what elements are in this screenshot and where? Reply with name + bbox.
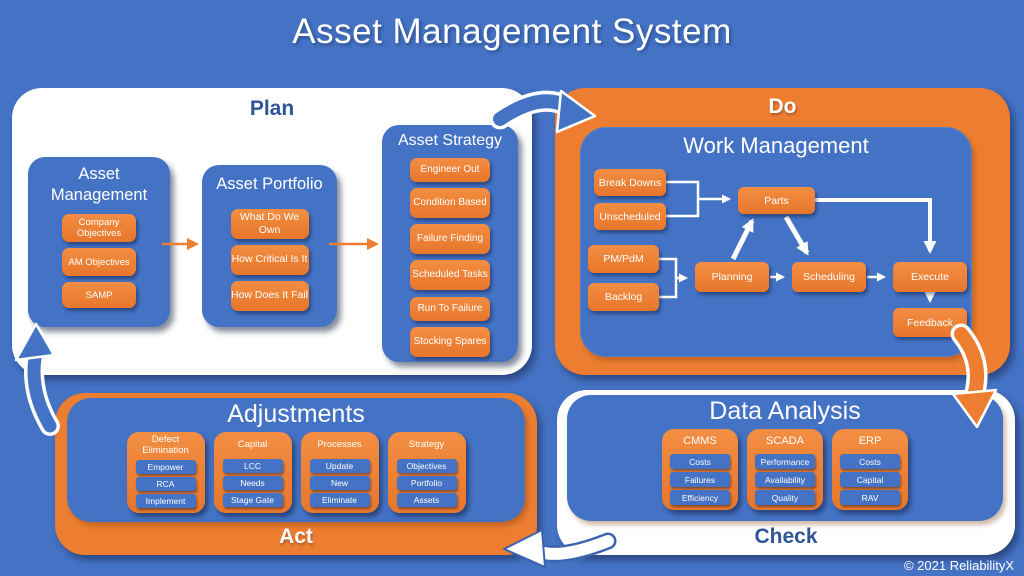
asset-management-title: Asset Management [50,165,148,204]
chip-availability: Availability [755,472,815,487]
group-erp: ERP Costs Capital RAV [832,429,908,510]
group-capital: Capital LCC Needs Stage Gate [213,432,292,513]
box-feedback: Feedback [893,308,967,337]
data-analysis-title: Data Analysis [709,397,861,425]
chip-update: Update [309,459,370,473]
box-pm-pdm: PM/PdM [588,245,659,273]
chip-costs: Costs [670,454,730,469]
plan-section: Plan Asset Management Company Objectives… [12,88,532,375]
group-title: SCADA [766,435,804,448]
asset-portfolio-box: Asset Portfolio What Do We Own How Criti… [202,165,337,327]
chip-assets: Assets [396,493,457,507]
copyright-text: © 2021 ReliabilityX [903,558,1014,573]
group-title: CMMS [683,435,717,448]
group-cmms: CMMS Costs Failures Efficiency [662,429,738,510]
box-how-does-it-fail: How Does It Fail [230,280,309,311]
check-label: Check [754,525,818,548]
chip-quality: Quality [755,490,815,505]
chip-costs-erp: Costs [840,454,900,469]
box-execute: Execute [893,262,967,292]
asset-strategy-title: Asset Strategy [397,132,503,149]
adjustments-groups: Defect Elimination Empower RCA Implement… [67,432,525,513]
data-analysis-panel: Data Analysis CMMS Costs Failures Effici… [567,395,1003,521]
adjustments-title: Adjustments [227,400,365,428]
box-engineer-out: Engineer Out [410,158,490,182]
box-am-objectives: AM Objectives [62,248,136,277]
work-management-title: Work Management [683,133,869,158]
chip-new: New [309,476,370,490]
chip-stage-gate: Stage Gate [222,493,283,507]
data-analysis-groups: CMMS Costs Failures Efficiency SCADA Per… [567,429,1003,510]
box-failure-finding: Failure Finding [410,224,490,254]
adjustments-panel: Adjustments Defect Elimination Empower R… [67,398,525,522]
chip-efficiency: Efficiency [670,490,730,505]
group-processes: Processes Update New Eliminate [300,432,379,513]
chip-rav: RAV [840,490,900,505]
group-title: ERP [858,435,882,448]
work-management-panel: Work Management [580,127,972,357]
group-scada: SCADA Performance Availability Quality [747,429,823,510]
box-stocking-spares: Stocking Spares [410,327,490,357]
group-title: Strategy [408,439,445,451]
group-title: Processes [317,439,362,451]
asset-portfolio-title: Asset Portfolio [216,175,323,193]
group-defect-elimination: Defect Elimination Empower RCA Implement [126,432,205,513]
box-what-do-we-own: What Do We Own [230,208,309,239]
page-title: Asset Management System [292,12,732,51]
chip-eliminate: Eliminate [309,493,370,507]
box-condition-based: Condition Based [410,188,490,218]
chip-performance: Performance [755,454,815,469]
box-planning: Planning [695,262,769,292]
chip-lcc: LCC [222,459,283,473]
work-management-flow-arrows [659,180,937,303]
box-backlog: Backlog [588,283,659,311]
group-title: Capital [237,439,268,451]
act-label: Act [279,525,313,548]
box-run-to-failure: Run To Failure [410,297,490,321]
chip-empower: Empower [135,459,196,474]
group-strategy: Strategy Objectives Portfolio Assets [387,432,466,513]
chip-objectives: Objectives [396,459,457,473]
box-break-downs: Break Downs [594,169,666,196]
box-scheduling: Scheduling [792,262,866,292]
asset-management-box: Asset Management Company Objectives AM O… [28,157,170,327]
box-unscheduled: Unscheduled [594,203,666,230]
chip-implement: Implement [135,493,196,508]
chip-failures: Failures [670,472,730,487]
asset-strategy-box: Asset Strategy Engineer Out Condition Ba… [382,125,518,362]
chip-capital: Capital [840,472,900,487]
box-parts: Parts [738,187,815,214]
chip-rca: RCA [135,476,196,491]
chip-portfolio: Portfolio [396,476,457,490]
box-scheduled-tasks: Scheduled Tasks [410,260,490,290]
plan-label: Plan [249,97,295,120]
box-samp: SAMP [62,282,136,309]
chip-needs: Needs [222,476,283,490]
box-how-critical-is-it: How Critical Is It [230,244,309,275]
do-label: Do [768,95,797,118]
group-title: Defect Elimination [142,434,189,456]
box-company-objectives: Company Objectives [62,214,136,243]
